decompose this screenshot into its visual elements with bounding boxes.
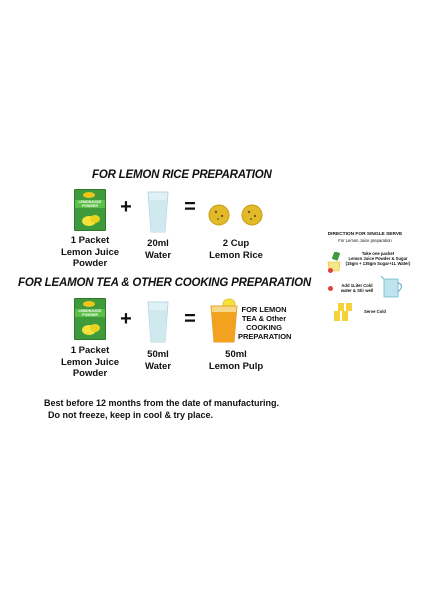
packet-label: LEMONJUICE POWDER (78, 200, 102, 208)
step2-marker-icon (328, 286, 333, 291)
directions-subtitle: For Lemon Juice preparation (338, 238, 392, 243)
lemon-icon (90, 324, 100, 332)
lemon-icon (90, 215, 100, 223)
lemon-icon (82, 216, 96, 226)
packet-caption: 1 Packet Lemon Juice Powder (60, 345, 120, 379)
lemon-icon (82, 325, 96, 335)
step1-marker-icon (328, 268, 333, 273)
lemon-juice-glass-icon (210, 298, 238, 343)
side-note: FOR LEMON TEA & Other COOKING PREPARATIO… (238, 305, 292, 341)
equals-sign: = (184, 308, 196, 330)
step3-text: Serve Cold (364, 309, 386, 314)
section1-heading: FOR LEMON RICE PREPARATION (92, 169, 272, 181)
lemon-juice-packet-image: LEMONJUICE POWDER (74, 298, 106, 340)
result-caption: 2 Cup Lemon Rice (209, 238, 263, 261)
step2-text: Add 1Liter Cold water & Stir well (340, 283, 374, 293)
best-before-note: Best before 12 months from the date of m… (44, 398, 280, 408)
water-jug-icon (380, 275, 403, 298)
equals-sign: = (184, 196, 196, 218)
storage-note: Do not freeze, keep in cool & try place. (48, 410, 214, 420)
section2-heading: FOR LEAMON TEA & OTHER COOKING PREPARATI… (18, 277, 311, 289)
brand-logo-icon (83, 192, 95, 198)
packet-caption: 1 Packet Lemon Juice Powder (60, 235, 120, 269)
directions-title: DIRECTION FOR SINGLE SERVE (327, 232, 403, 237)
brand-logo-icon (83, 301, 95, 307)
water-caption: 50ml Water (144, 349, 172, 372)
water-caption: 20ml Water (144, 238, 172, 261)
packet-label: LEMONJUICE POWDER (78, 309, 102, 317)
plus-sign: + (120, 196, 132, 218)
plus-sign: + (120, 308, 132, 330)
step1-text: Take one packet Lemon Juice Powder & Sug… (345, 251, 411, 266)
lemon-juice-packet-image: LEMONJUICE POWDER (74, 189, 106, 231)
lemon-rice-bowls-image (208, 204, 263, 226)
water-glass-icon (147, 191, 169, 233)
result-caption: 50ml Lemon Pulp (208, 349, 264, 372)
serve-glasses-icon (334, 303, 356, 323)
water-glass-icon (147, 301, 169, 343)
